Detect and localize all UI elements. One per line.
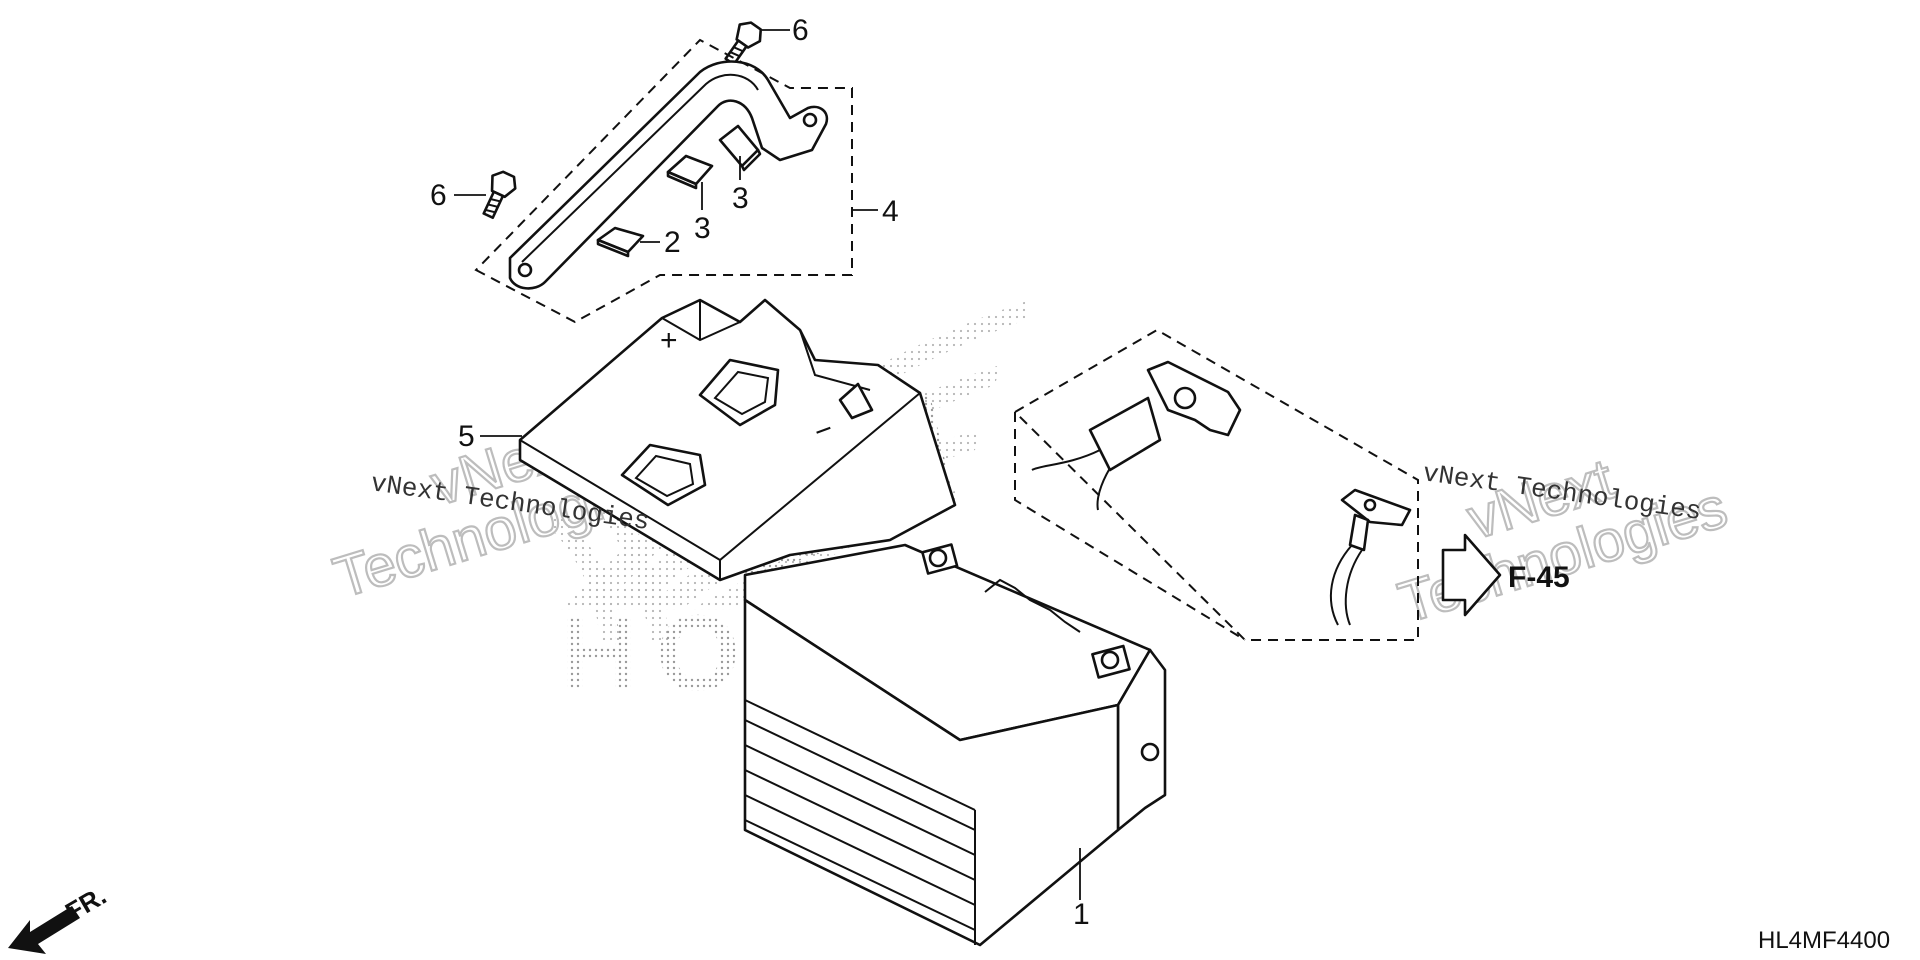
reference-arrow-icon xyxy=(1441,533,1502,617)
bracket-group-outline xyxy=(474,38,853,324)
cable-inset xyxy=(1013,328,1419,641)
battery xyxy=(743,543,1167,947)
callout-3a: 3 xyxy=(694,212,711,245)
battery-bracket xyxy=(508,60,829,290)
front-direction-arrow-icon xyxy=(8,906,80,954)
pad-2 xyxy=(596,226,645,258)
callout-6-left: 6 xyxy=(430,179,447,212)
callout-5: 5 xyxy=(458,420,475,453)
callout-4: 4 xyxy=(882,195,899,228)
callout-2: 2 xyxy=(664,226,681,259)
callout-3b: 3 xyxy=(732,182,749,215)
terminal-plus-mark: + xyxy=(660,324,678,357)
bolt-left xyxy=(482,170,517,220)
figure-code: HL4MF4400 xyxy=(1758,927,1890,954)
bolt-top xyxy=(724,21,763,66)
callout-1: 1 xyxy=(1073,898,1090,931)
pad-3a xyxy=(666,154,714,190)
battery-cover xyxy=(518,298,957,582)
pad-3b xyxy=(718,124,762,172)
callout-6-top: 6 xyxy=(792,14,809,47)
outline-watermark-right: vNext Technologies xyxy=(1390,445,1735,636)
reference-page-label: F-45 xyxy=(1508,561,1570,594)
